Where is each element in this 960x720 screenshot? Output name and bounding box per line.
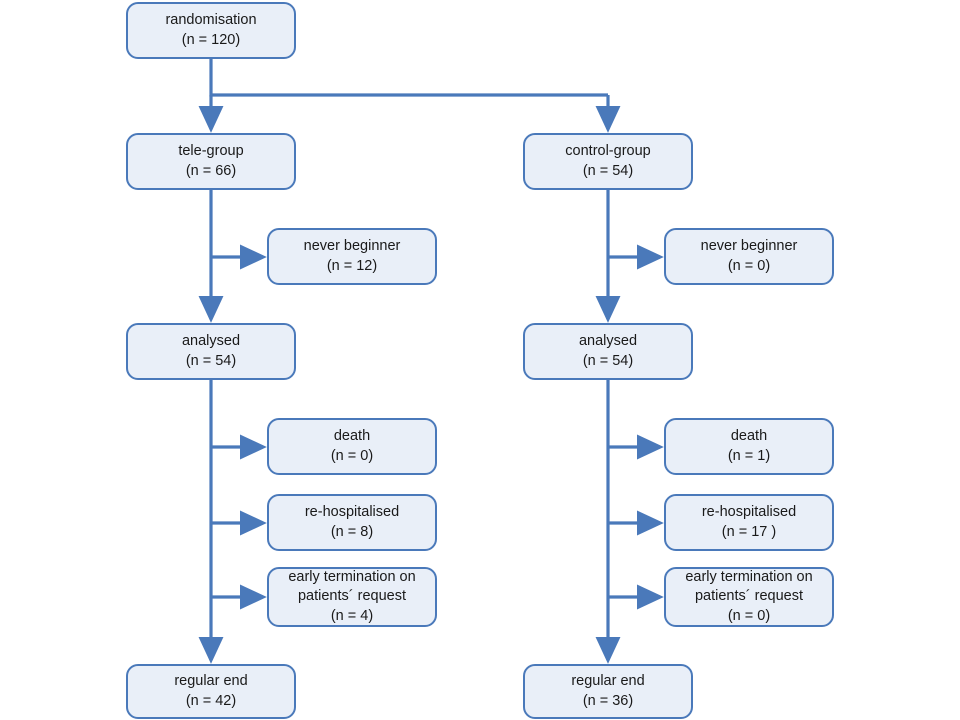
control-analysed-count: (n = 54)	[582, 352, 634, 369]
control-group-box[interactable]: control-group (n = 54)	[523, 133, 693, 190]
control-early-termination-box[interactable]: early termination on patients´ request (…	[664, 567, 834, 627]
control-analysed-box[interactable]: analysed (n = 54)	[523, 323, 693, 380]
control-never-beginner-box[interactable]: never beginner (n = 0)	[664, 228, 834, 285]
tele-regular-end-label: regular end	[174, 673, 248, 690]
tele-analysed-box[interactable]: analysed (n = 54)	[126, 323, 296, 380]
randomisation-label: randomisation	[165, 12, 257, 29]
control-death-count: (n = 1)	[727, 447, 771, 464]
control-rehospitalised-label: re-hospitalised	[701, 504, 797, 521]
control-rehospitalised-box[interactable]: re-hospitalised (n = 17 )	[664, 494, 834, 551]
tele-early-termination-label-2: patients´ request	[297, 588, 406, 605]
control-group-label: control-group	[565, 143, 651, 160]
control-regular-end-label: regular end	[571, 673, 645, 690]
control-analysed-label: analysed	[578, 333, 638, 350]
tele-regular-end-box[interactable]: regular end (n = 42)	[126, 664, 296, 719]
control-never-beginner-count: (n = 0)	[727, 257, 771, 274]
tele-rehospitalised-label: re-hospitalised	[304, 504, 400, 521]
control-early-termination-label-2: patients´ request	[694, 588, 803, 605]
tele-death-box[interactable]: death (n = 0)	[267, 418, 437, 475]
control-rehospitalised-count: (n = 17 )	[721, 523, 777, 540]
tele-rehospitalised-box[interactable]: re-hospitalised (n = 8)	[267, 494, 437, 551]
tele-rehospitalised-count: (n = 8)	[330, 523, 374, 540]
tele-death-label: death	[333, 428, 371, 445]
tele-early-termination-box[interactable]: early termination on patients´ request (…	[267, 567, 437, 627]
tele-analysed-label: analysed	[181, 333, 241, 350]
tele-never-beginner-label: never beginner	[303, 238, 401, 255]
control-early-termination-count: (n = 0)	[727, 607, 771, 624]
tele-group-box[interactable]: tele-group (n = 66)	[126, 133, 296, 190]
control-death-label: death	[730, 428, 768, 445]
tele-never-beginner-box[interactable]: never beginner (n = 12)	[267, 228, 437, 285]
control-never-beginner-label: never beginner	[700, 238, 798, 255]
tele-death-count: (n = 0)	[330, 447, 374, 464]
tele-early-termination-label-1: early termination on	[288, 569, 416, 586]
control-early-termination-label-1: early termination on	[685, 569, 813, 586]
tele-group-count: (n = 66)	[185, 162, 237, 179]
randomisation-count: (n = 120)	[181, 31, 241, 48]
control-regular-end-box[interactable]: regular end (n = 36)	[523, 664, 693, 719]
tele-early-termination-count: (n = 4)	[330, 607, 374, 624]
edge-randomisation-split	[209, 59, 608, 97]
tele-regular-end-count: (n = 42)	[185, 692, 237, 709]
control-regular-end-count: (n = 36)	[582, 692, 634, 709]
tele-never-beginner-count: (n = 12)	[326, 257, 378, 274]
randomisation-box[interactable]: randomisation (n = 120)	[126, 2, 296, 59]
control-group-count: (n = 54)	[582, 162, 634, 179]
control-death-box[interactable]: death (n = 1)	[664, 418, 834, 475]
tele-group-label: tele-group	[178, 143, 244, 160]
tele-analysed-count: (n = 54)	[185, 352, 237, 369]
